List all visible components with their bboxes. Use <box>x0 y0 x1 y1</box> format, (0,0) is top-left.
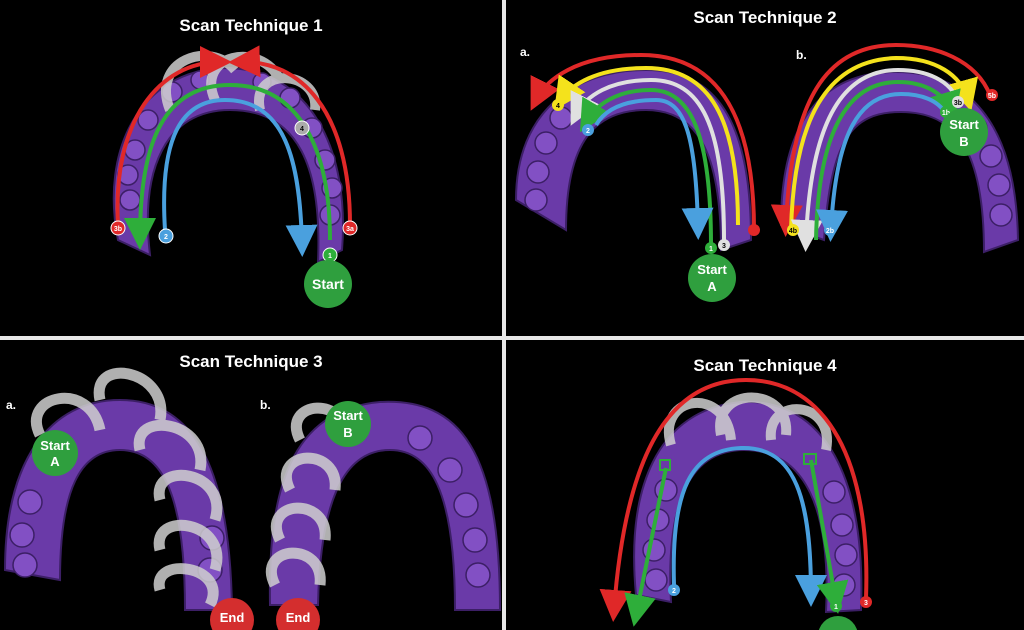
dental-arch-model-a <box>514 68 753 252</box>
dental-arch-model <box>112 66 344 264</box>
svg-text:1: 1 <box>834 604 838 611</box>
panel-scan-technique-3: Scan Technique 3 a. b. Start A <box>0 340 502 630</box>
svg-text:A: A <box>50 454 60 469</box>
blue-arc-a <box>594 97 714 240</box>
yellow-arc-b <box>789 55 978 231</box>
panel-scan-technique-2: Scan Technique 2 a. b. 1 2 3 4 Start A <box>506 0 1024 336</box>
teeth-a <box>524 106 573 212</box>
panel-title: Scan Technique 3 <box>179 352 323 371</box>
panel-scan-technique-1: Scan Technique 1 1 2 <box>0 0 502 336</box>
rotation-arrows-a <box>31 367 223 608</box>
label-a: a. <box>6 398 17 412</box>
vertical-divider <box>502 0 506 630</box>
green-line-right <box>809 459 849 614</box>
marker-1: 1 <box>322 247 338 263</box>
label-b: b. <box>260 398 271 412</box>
panel-title: Scan Technique 2 <box>693 8 837 27</box>
svg-text:5b: 5b <box>988 93 996 100</box>
panel-title: Scan Technique 4 <box>693 356 837 375</box>
svg-text:4: 4 <box>300 126 304 133</box>
white-arc-b <box>790 67 960 252</box>
blue-path-1 <box>162 97 318 257</box>
svg-text:2: 2 <box>672 588 676 595</box>
svg-text:3b: 3b <box>954 100 962 107</box>
svg-text:B: B <box>343 425 352 440</box>
green-line-left <box>624 467 668 627</box>
teeth-a <box>9 489 225 583</box>
green-path <box>124 82 332 250</box>
svg-text:Start: Start <box>312 276 344 292</box>
svg-text:4b: 4b <box>789 228 797 235</box>
rotation-arrows <box>664 392 832 451</box>
arch-diagram: 1 2 3 <box>599 377 872 630</box>
marker-a-2: 2 <box>582 124 594 136</box>
panel-scan-technique-4: Scan Technique 4 1 2 3 <box>506 340 1024 630</box>
start-circle-a: Start A <box>32 430 78 476</box>
red-arc-3a <box>228 45 352 226</box>
horizontal-divider <box>0 336 1024 340</box>
marker-a-1: 1 <box>705 242 717 254</box>
marker-b-2b: 2b <box>824 224 836 236</box>
marker-1: 1 <box>830 600 842 612</box>
red-end-dot-a <box>748 224 760 236</box>
start-circle-b: Start B <box>940 108 988 156</box>
label-a: a. <box>520 45 531 59</box>
svg-text:3: 3 <box>864 600 868 607</box>
end-circle-a: End <box>210 598 254 630</box>
svg-text:End: End <box>220 610 245 625</box>
marker-b-4b: 4b <box>787 224 799 236</box>
svg-text:Start: Start <box>40 438 70 453</box>
marker-b-3b: 3b <box>952 96 964 108</box>
green-start-marker-left <box>659 459 671 471</box>
start-circle-b: Start B <box>325 401 371 447</box>
blue-arc-b <box>816 91 948 242</box>
panel-title: Scan Technique 1 <box>179 16 323 35</box>
arch-diagrams: 1 2 3 4 Start A 1b 2b 3b 4b 5b Start B <box>514 42 1020 302</box>
label-b: b. <box>796 48 807 62</box>
marker-b-5b: 5b <box>986 89 998 101</box>
green-start-marker-right <box>803 453 817 465</box>
teeth-b <box>407 425 491 588</box>
marker-a-3: 3 <box>718 239 730 251</box>
svg-text:Start: Start <box>697 262 727 277</box>
marker-4: 4 <box>294 120 310 136</box>
marker-3a: 3a <box>342 220 358 236</box>
svg-text:2b: 2b <box>826 228 834 235</box>
blue-arc <box>671 445 827 607</box>
svg-text:B: B <box>959 134 968 149</box>
svg-text:4: 4 <box>556 103 560 110</box>
dental-arch-model-b <box>268 400 502 611</box>
svg-text:3a: 3a <box>346 226 354 233</box>
arch-diagrams: Start A Start B End End <box>3 367 502 630</box>
red-arc-b <box>770 42 992 237</box>
svg-text:2: 2 <box>164 234 168 241</box>
svg-text:1b: 1b <box>942 110 950 117</box>
green-arc-b <box>814 79 961 241</box>
svg-text:Start: Start <box>333 408 363 423</box>
white-arc-a <box>570 77 726 241</box>
svg-text:1: 1 <box>328 253 332 260</box>
end-circle-b: End <box>276 598 320 630</box>
red-arc <box>599 377 869 622</box>
marker-2: 2 <box>668 584 680 596</box>
marker-3b: 3b <box>110 220 126 236</box>
svg-text:Start: Start <box>949 117 979 132</box>
start-circle-a: Start A <box>688 254 736 302</box>
green-arc-a <box>579 87 713 246</box>
start-circle-partial <box>818 616 858 630</box>
svg-text:End: End <box>286 610 311 625</box>
marker-2: 2 <box>158 228 174 244</box>
start-circle: Start <box>304 260 352 308</box>
yellow-arc-a <box>554 65 740 226</box>
teeth <box>117 70 343 226</box>
svg-text:3b: 3b <box>114 226 122 233</box>
svg-text:A: A <box>707 279 717 294</box>
arch-diagram: 1 2 3a 3b 4 Start <box>110 45 358 308</box>
marker-3: 3 <box>860 596 872 608</box>
red-arc-3b <box>115 46 232 226</box>
svg-text:3: 3 <box>722 243 726 250</box>
marker-a-4: 4 <box>552 99 564 111</box>
svg-text:2: 2 <box>586 128 590 135</box>
svg-text:1: 1 <box>709 246 713 253</box>
